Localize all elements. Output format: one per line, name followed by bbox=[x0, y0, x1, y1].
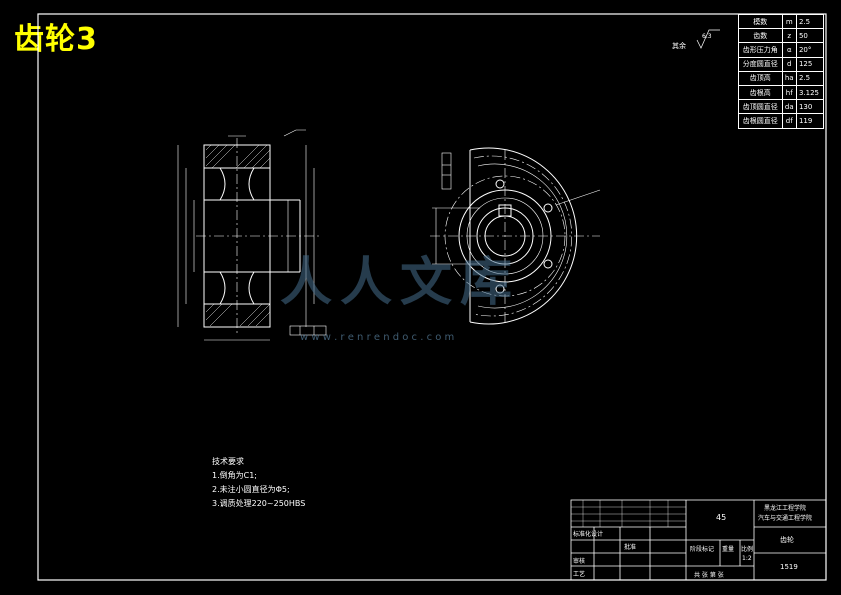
design-label: 标准化设计 bbox=[573, 531, 604, 538]
parameter-value: 130 bbox=[795, 99, 825, 115]
approve-label: 批准 bbox=[624, 544, 637, 551]
parameter-value: 2.5 bbox=[795, 13, 825, 30]
parameter-name: 齿顶高 bbox=[738, 70, 783, 86]
roughness-note: 其余 bbox=[672, 41, 686, 50]
tech-item-3: 3.调质处理220~250HBS bbox=[212, 499, 306, 508]
parameter-symbol: da bbox=[781, 99, 797, 115]
parameter-value: 20° bbox=[795, 42, 825, 58]
scale-value: 1:2 bbox=[742, 555, 752, 562]
parameter-value: 50 bbox=[795, 28, 825, 44]
roughness-symbol bbox=[696, 29, 720, 49]
review-label: 审核 bbox=[573, 558, 586, 565]
weight-label: 重量 bbox=[722, 546, 735, 553]
parameter-symbol: hf bbox=[781, 84, 797, 101]
parameter-symbol: df bbox=[781, 113, 797, 129]
parameter-value: 119 bbox=[795, 113, 825, 129]
parameter-value: 125 bbox=[795, 56, 825, 72]
roughness-value: 6.3 bbox=[702, 33, 712, 40]
sheet-label: 共 张 第 张 bbox=[694, 572, 724, 579]
parameter-value: 2.5 bbox=[795, 70, 825, 86]
drawing-title: 齿轮3 bbox=[14, 22, 98, 57]
parameter-name: 齿根高 bbox=[738, 84, 783, 101]
gear-side-view bbox=[430, 147, 601, 325]
school-line-2: 汽车与交通工程学院 bbox=[758, 515, 813, 522]
parameter-symbol: d bbox=[781, 56, 797, 72]
tech-heading: 技术要求 bbox=[212, 457, 244, 466]
school-line-1: 黑龙江工程学院 bbox=[764, 505, 807, 512]
parameter-symbol: z bbox=[781, 28, 797, 44]
stage-mark-label: 阶段标记 bbox=[690, 546, 715, 553]
parameter-symbol: ha bbox=[781, 70, 797, 86]
parameter-name: 齿数 bbox=[738, 28, 783, 44]
parameter-name: 齿顶圆直径 bbox=[738, 99, 783, 115]
technical-requirements: 技术要求 1.倒角为C1; 2.未注小圆直径为Φ5; 3.调质处理220~250… bbox=[212, 455, 305, 511]
drawing-number: 1519 bbox=[780, 563, 798, 571]
material-value: 45 bbox=[716, 513, 727, 522]
parameter-name: 模数 bbox=[738, 13, 783, 30]
tech-item-2: 2.未注小圆直径为Φ5; bbox=[212, 485, 290, 494]
drawing-border bbox=[37, 13, 827, 581]
parameter-name: 分度圆直径 bbox=[738, 56, 783, 72]
parameter-value: 3.125 bbox=[795, 84, 825, 101]
gear-section-view bbox=[177, 129, 327, 341]
tech-item-1: 1.倒角为C1; bbox=[212, 471, 258, 480]
part-name: 齿轮 bbox=[780, 536, 794, 544]
parameter-symbol: α bbox=[781, 42, 797, 58]
scale-label: 比例 bbox=[741, 546, 754, 553]
title-block bbox=[570, 499, 827, 581]
parameter-name: 齿形压力角 bbox=[738, 42, 783, 58]
parameter-name: 齿根圆直径 bbox=[738, 113, 783, 129]
parameter-symbol: m bbox=[781, 13, 797, 30]
process-label: 工艺 bbox=[573, 571, 586, 578]
